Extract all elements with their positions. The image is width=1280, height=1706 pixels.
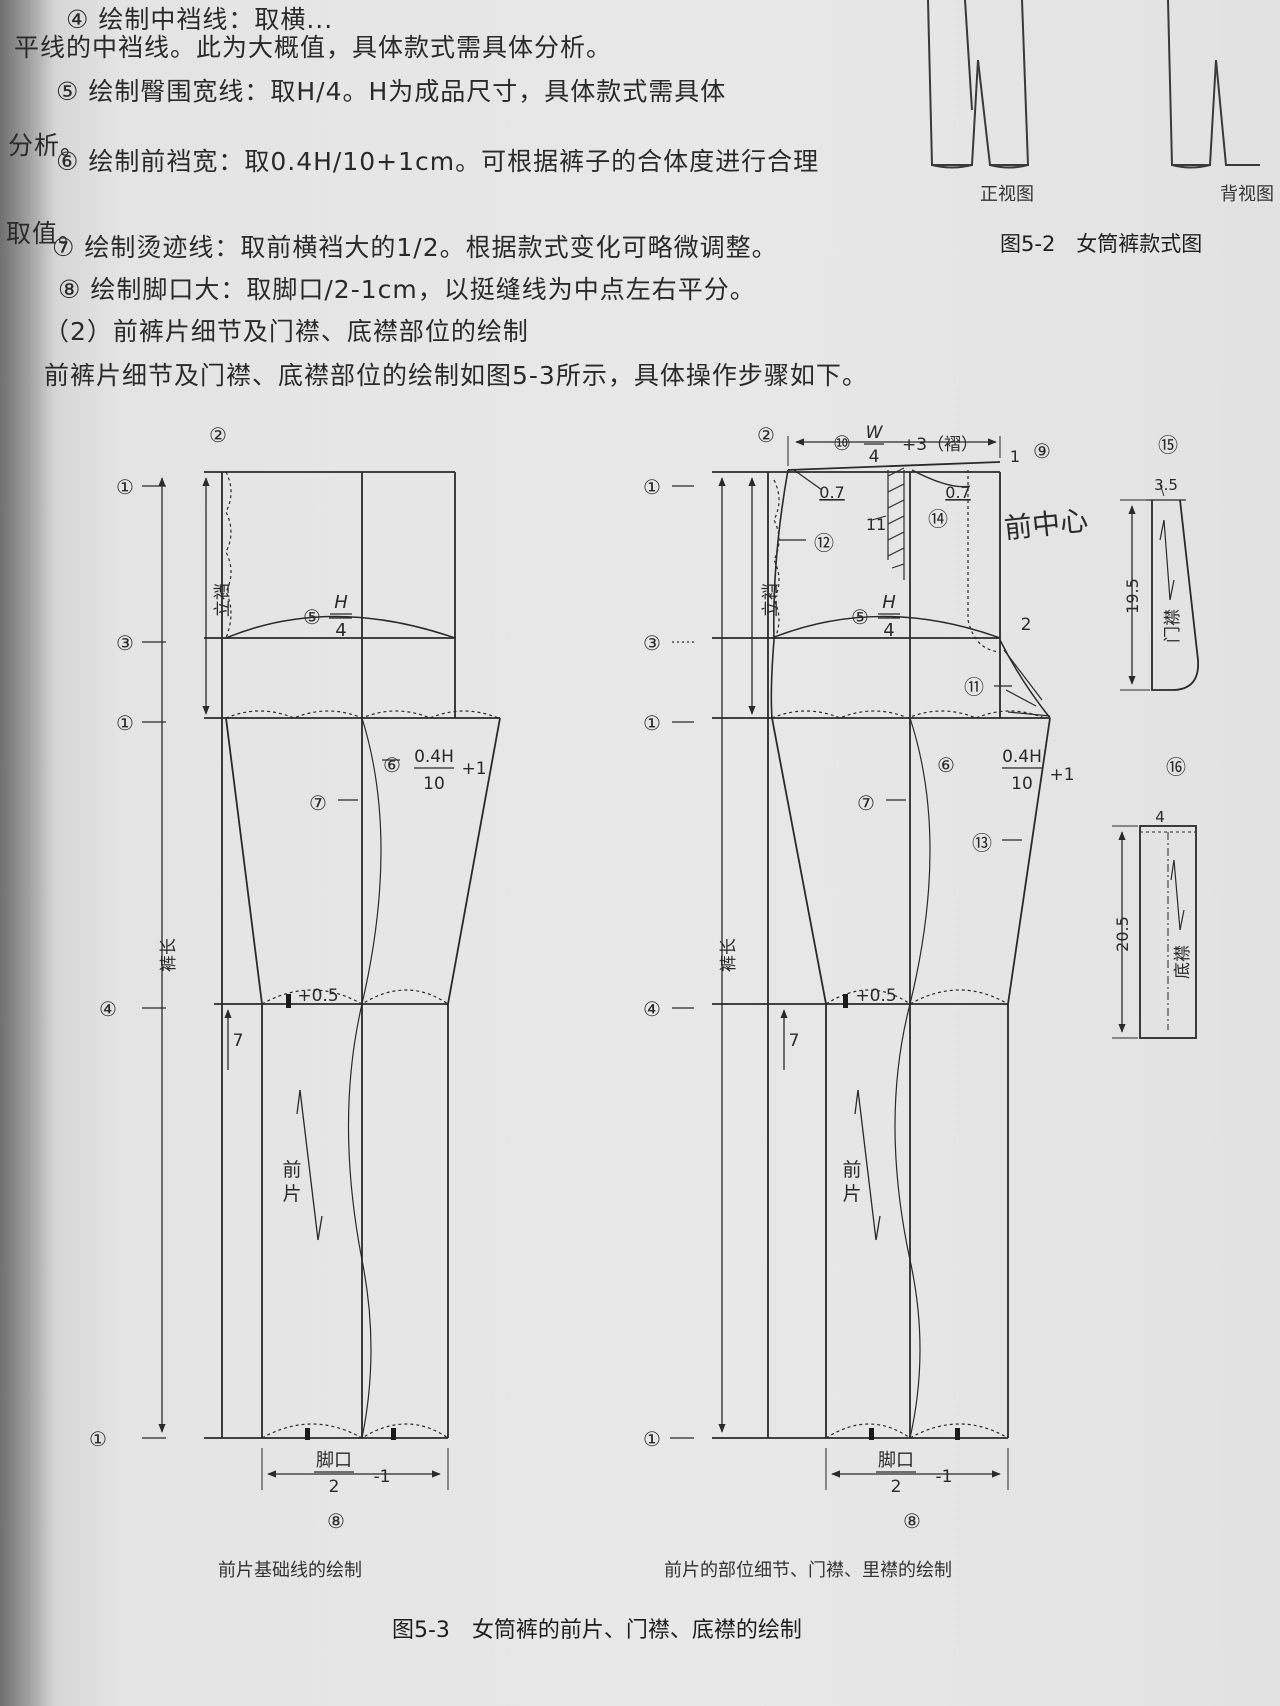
rt-plus1: +1	[1049, 765, 1074, 785]
lt-four: 4	[335, 620, 346, 641]
rt-kuchang: 裤长	[719, 938, 739, 972]
fly-piece	[1120, 483, 1199, 691]
lt-minus1: -1	[374, 1467, 391, 1487]
fly-v35: 3.5	[1154, 476, 1178, 494]
fig-5-2-caption: 图5-2 女筒裤款式图	[1000, 232, 1203, 256]
rt-v07a: 0.7	[819, 483, 844, 502]
rt-v2: 2	[1021, 615, 1032, 635]
rt-v1: 1	[1010, 447, 1020, 466]
underlap-piece	[1112, 825, 1197, 1039]
lt-c2: ②	[209, 423, 227, 447]
rt-c11: ⑪	[964, 675, 984, 699]
fig-5-3-caption: 图5-3 女筒裤的前片、门襟、底襟的绘制	[392, 1618, 802, 1643]
rt-h04: 0.4H	[1002, 747, 1042, 767]
rt-v07b: 0.7	[945, 483, 970, 502]
lt-seven: 7	[233, 1031, 244, 1051]
rt-lidang: 立裆	[761, 583, 781, 617]
lt-H: H	[334, 592, 348, 613]
rt-c10: ⑩	[833, 431, 851, 455]
rt-c14: ⑭	[928, 507, 948, 531]
rt-c5: ⑤	[851, 605, 869, 629]
lt-c6: ⑥	[383, 753, 401, 777]
rt-ten: 10	[1011, 774, 1033, 794]
fig-5-2-sketch	[927, 0, 1260, 169]
ul-dijin: 底襟	[1173, 945, 1193, 979]
rt-c6: ⑥	[937, 753, 955, 777]
text-line-intro: 前裤片细节及门襟、底襟部位的绘制如图5-3所示，具体操作步骤如下。	[44, 361, 868, 390]
lt-two: 2	[329, 1477, 340, 1497]
left-subcaption: 前片基础线的绘制	[218, 1560, 362, 1581]
lt-lidang: 立裆	[213, 583, 233, 617]
rt-four-w: 4	[869, 447, 880, 467]
text-line-6-cont: 取值。	[6, 219, 85, 248]
rt-two: 2	[891, 1477, 902, 1497]
lt-c5: ⑤	[303, 605, 321, 629]
lt-front1: 前	[282, 1159, 301, 1181]
rt-plus05: +0.5	[855, 986, 896, 1006]
text-line-5: ⑤ 绘制臀围宽线：取H/4。H为成品尺寸，具体款式需具体	[56, 77, 727, 106]
rt-c9: ⑨	[1033, 439, 1051, 463]
text-line-5-cont: 分析。	[8, 131, 87, 160]
lt-c1-bot: ①	[89, 1427, 107, 1451]
ul-v4: 4	[1155, 808, 1165, 826]
rt-c1-bot: ①	[643, 1427, 661, 1451]
rt-c3: ③	[643, 631, 661, 655]
rt-front1: 前	[842, 1159, 861, 1181]
lt-kuchang: 裤长	[159, 938, 179, 972]
right-pattern	[670, 436, 1051, 1490]
rt-minus1: -1	[936, 1467, 953, 1487]
rt-c1-top: ①	[643, 475, 661, 499]
text-line-6: ⑥ 绘制前裆宽：取0.4H/10+1cm。可根据裤子的合体度进行合理	[56, 147, 820, 176]
rt-H: H	[882, 592, 896, 613]
rt-c2: ②	[757, 423, 775, 447]
rt-seven: 7	[789, 1031, 800, 1051]
ul-v205: 20.5	[1113, 916, 1132, 952]
lt-c8: ⑧	[327, 1509, 345, 1533]
text-line-4: ④ 绘制中裆线：取横...	[66, 5, 334, 34]
rt-c13: ⑬	[972, 831, 992, 855]
lt-ten: 10	[423, 774, 445, 794]
lt-h04: 0.4H	[414, 747, 454, 767]
lt-plus05: +0.5	[297, 986, 338, 1006]
text-line-7: ⑦ 绘制烫迹线：取前横裆大的1/2。根据款式变化可略微调整。	[52, 233, 778, 262]
lt-c1-mid: ①	[116, 711, 134, 735]
text-line-8: ⑧ 绘制脚口大：取脚口/2-1cm，以挺缝线为中点左右平分。	[58, 275, 756, 304]
fly-v195: 19.5	[1123, 578, 1142, 614]
fly-menjin: 门襟	[1163, 609, 1183, 643]
rt-c8: ⑧	[903, 1509, 921, 1533]
lt-c7: ⑦	[309, 791, 327, 815]
lt-c1-top: ①	[116, 475, 134, 499]
lt-c3: ③	[116, 631, 134, 655]
right-subcaption: 前片的部位细节、门襟、里襟的绘制	[664, 1560, 952, 1581]
ul-c16: ⑯	[1166, 755, 1186, 779]
text-line-4-cont: 平线的中裆线。此为大概值，具体款式需具体分析。	[14, 33, 613, 62]
lt-c4: ④	[99, 997, 117, 1021]
rt-c4: ④	[643, 997, 661, 1021]
rt-c7: ⑦	[857, 791, 875, 815]
back-view-label: 背视图	[1220, 184, 1274, 205]
rt-jiaokou: 脚口	[878, 1450, 914, 1471]
rt-W: W	[866, 423, 884, 443]
front-view-label: 正视图	[980, 184, 1034, 205]
lt-jiaokou: 脚口	[316, 1450, 352, 1471]
rt-plus3: +3（褶）	[902, 435, 978, 455]
section-heading: （2）前裤片细节及门襟、底襟部位的绘制	[44, 317, 529, 346]
rt-front2: 片	[842, 1183, 861, 1205]
rt-four: 4	[883, 620, 894, 641]
rt-v11: 11	[866, 515, 886, 534]
lt-front2: 片	[282, 1183, 301, 1205]
rt-handnote: 前中心	[1003, 504, 1090, 546]
left-pattern	[142, 471, 501, 1490]
rt-c1-mid: ①	[643, 711, 661, 735]
fly-c15: ⑮	[1158, 433, 1178, 457]
rt-c12: ⑫	[814, 531, 834, 555]
lt-plus1: +1	[461, 759, 486, 779]
